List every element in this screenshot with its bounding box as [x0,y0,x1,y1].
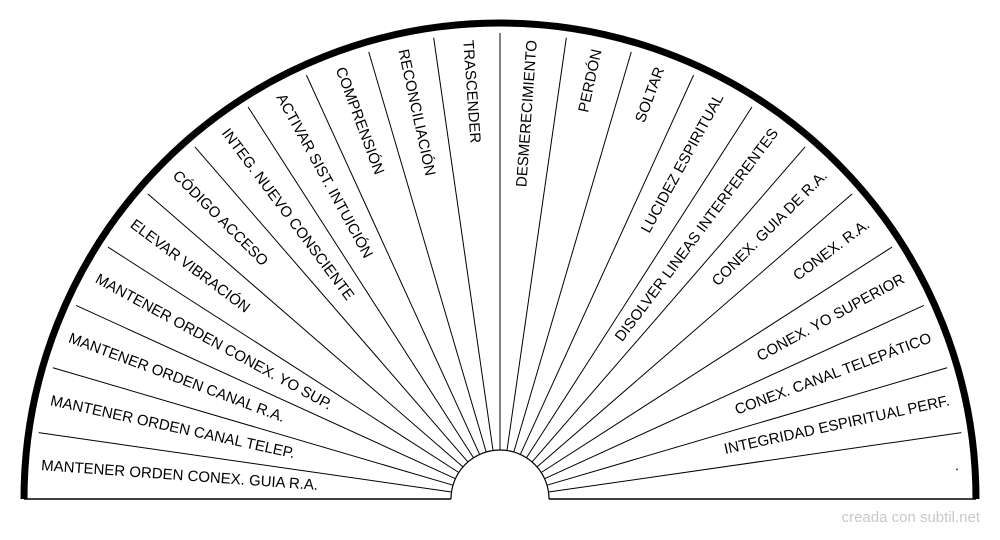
sector-divider [75,304,456,480]
sector-divider [368,51,487,453]
credit-text: creada con subtil.net [841,509,980,526]
sector-label: COMPRENSIÓN [332,65,388,177]
sector-divider [305,74,481,455]
sector-label: CONEX. R.A. [790,216,873,284]
sector-divider [513,51,632,453]
sector-divider [536,193,853,468]
sector-divider [548,432,962,493]
sector-label: TRASCENDER [459,40,483,144]
sector-label: DESMERECIMIENTO [513,40,540,188]
sector-divider [247,106,474,459]
sector-divider [194,146,469,463]
sector-dividers [38,33,962,493]
sector-divider [506,37,567,451]
sector-label: RECONCILIACIÓN [394,48,438,178]
sector-divider [544,304,925,480]
sector-divider [519,74,695,455]
sector-label: SOLTAR [632,65,668,125]
sector-label: PERDÓN [575,48,605,114]
sector-divider [546,367,948,486]
sector-divider [38,432,452,493]
sector-divider [526,106,753,459]
sector-divider [433,37,494,451]
outer-arc [20,19,980,500]
sector-divider [540,246,893,473]
inner-arc [450,449,550,500]
sector-divider [531,146,806,463]
sector-divider [52,367,454,486]
sector-divider [107,246,460,473]
sector-divider [147,193,464,468]
sector-label: . [954,457,959,474]
sector-label: MANTENER ORDEN CONEX. GUIA R.A. [41,457,319,494]
